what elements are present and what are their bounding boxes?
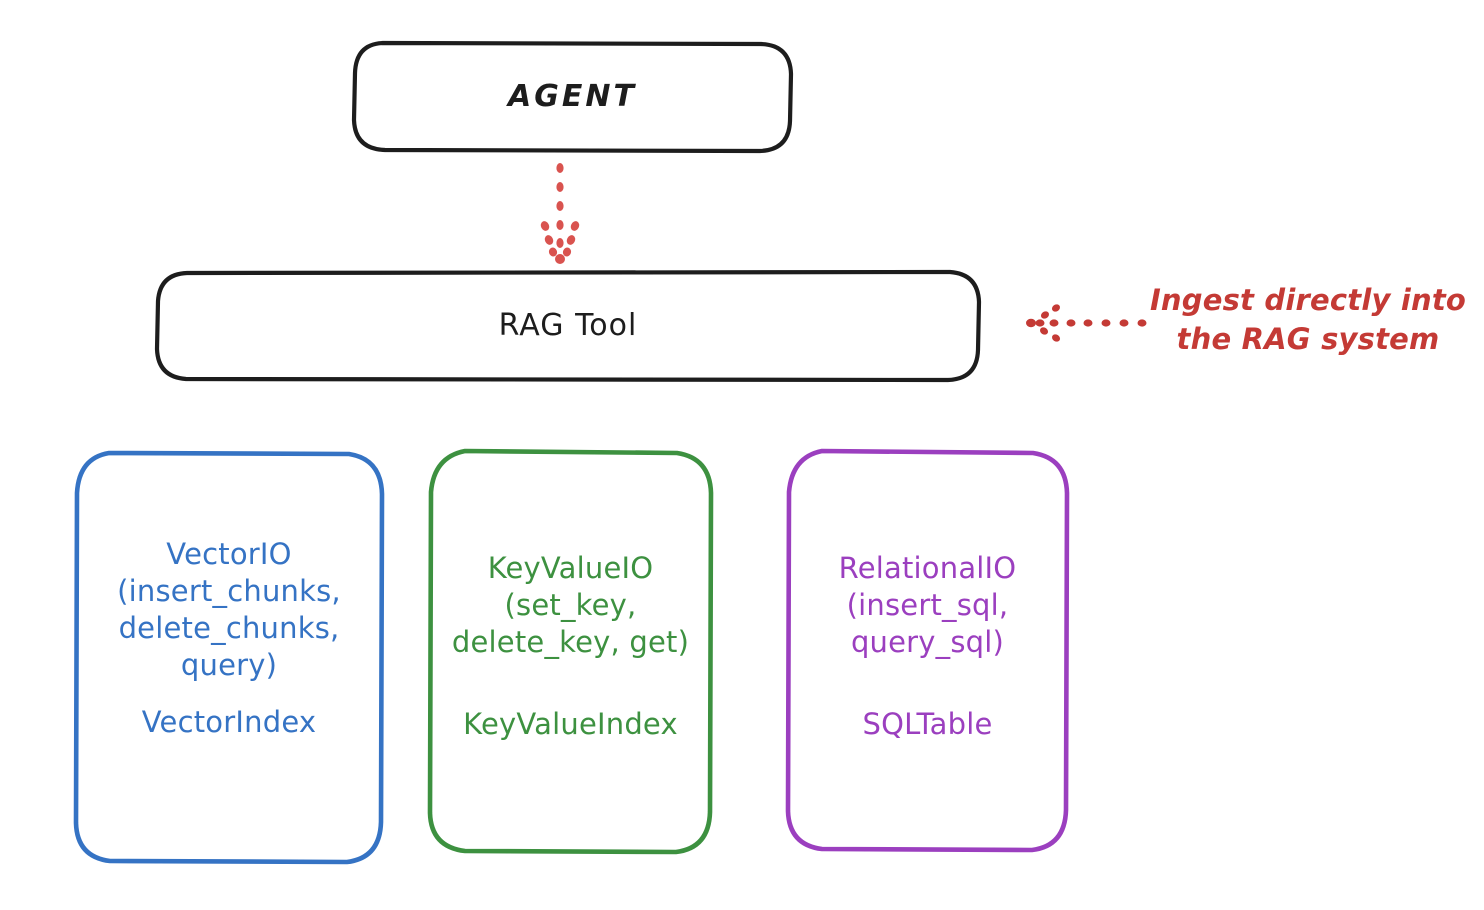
agent-label: AGENT <box>508 79 637 114</box>
relational-io-api-label: RelationalIO (insert_sql, query_sql) <box>838 551 1017 659</box>
vector-io-api-label: VectorIO (insert_chunks, delete_chunks, … <box>117 537 341 682</box>
vector-io-index-label: VectorIndex <box>141 705 317 739</box>
relational-io-index-label: SQLTable <box>862 707 993 741</box>
connector-agent-to-rag-tool <box>540 163 580 264</box>
node-agent[interactable]: AGENT <box>351 40 794 154</box>
ingest-annotation: Ingest directly into the RAG system <box>1149 283 1467 356</box>
node-rag-tool[interactable]: RAG Tool <box>154 269 982 383</box>
connector-ingest-arrow <box>1026 304 1147 342</box>
node-vector-io[interactable]: VectorIO (insert_chunks, delete_chunks, … <box>73 450 385 866</box>
key-value-io-api-label: KeyValueIO (set_key, delete_key, get) <box>451 551 690 659</box>
node-key-value-io[interactable]: KeyValueIO (set_key, delete_key, get) Ke… <box>427 448 714 856</box>
node-relational-io[interactable]: RelationalIO (insert_sql, query_sql) SQL… <box>785 448 1070 854</box>
rag-tool-label: RAG Tool <box>498 308 638 343</box>
key-value-io-index-label: KeyValueIndex <box>463 707 678 741</box>
